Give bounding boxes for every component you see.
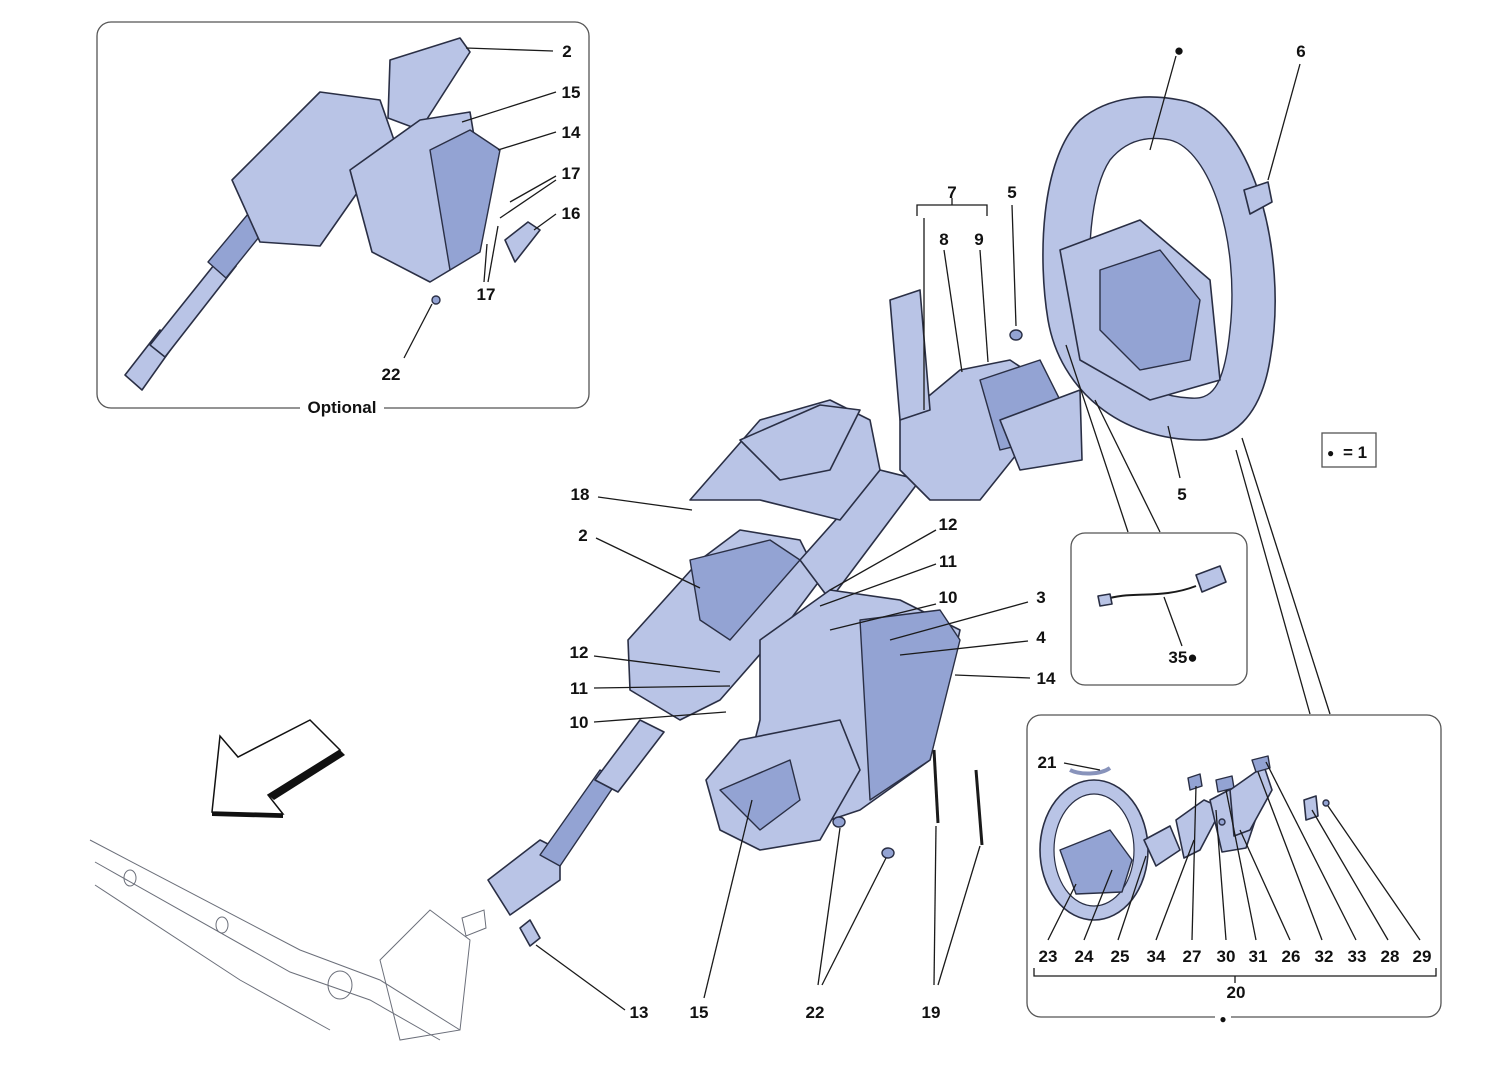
- harness-inset: 35●: [1070, 532, 1248, 686]
- callout-11b: 11: [570, 679, 588, 698]
- callout-18: 18: [571, 485, 590, 504]
- kit-callout-30: 30: [1217, 947, 1236, 966]
- callout-10a: 10: [939, 588, 958, 607]
- steering-rack-outline: [89, 839, 487, 1041]
- main-leaders: [535, 55, 1331, 1011]
- callout-8: 8: [939, 230, 948, 249]
- callout-9: 9: [974, 230, 983, 249]
- main-callouts: 7 8 9 5 6 5 18 2 12 11 10 3 4 14 12 11 1…: [570, 41, 1306, 1022]
- kit-callout-33: 33: [1348, 947, 1367, 966]
- callout-4: 4: [1036, 628, 1046, 647]
- optional-caption: Optional: [308, 398, 377, 417]
- callout-5b: 5: [1177, 485, 1186, 504]
- callout-19: 19: [922, 1003, 941, 1022]
- callout-5a: 5: [1007, 183, 1016, 202]
- callout-22: 22: [806, 1003, 825, 1022]
- kit-group-marker: ●: [1219, 1012, 1226, 1026]
- callout-11a: 11: [939, 552, 957, 571]
- main-steering-column: [487, 289, 1175, 947]
- callout-12a: 12: [939, 515, 958, 534]
- kit-callout-34: 34: [1147, 947, 1166, 966]
- kit-group-label-20: 20: [1227, 983, 1246, 1002]
- legend-dot: ●: [1327, 446, 1334, 460]
- kit-callout-32: 32: [1315, 947, 1334, 966]
- opt-callout-17b: 17: [477, 285, 496, 304]
- kit-callout-29: 29: [1413, 947, 1432, 966]
- kit-callout-26: 26: [1282, 947, 1301, 966]
- legend-text: = 1: [1343, 443, 1367, 462]
- kit-callout-27: 27: [1183, 947, 1202, 966]
- top-marker-dot: ●: [1174, 41, 1184, 60]
- optional-steering-column: [124, 37, 541, 391]
- opt-callout-15: 15: [562, 83, 581, 102]
- legend-box: ● = 1: [1321, 432, 1377, 468]
- wheel-kit-inset: 21 23 24 25 34 27 30 31 26 32 33 28 29 2…: [1026, 714, 1442, 1026]
- callout-12b: 12: [570, 643, 589, 662]
- opt-callout-22: 22: [382, 365, 401, 384]
- kit-callout-28: 28: [1381, 947, 1400, 966]
- kit-callout-23: 23: [1039, 947, 1058, 966]
- opt-callout-14: 14: [562, 123, 581, 142]
- opt-callout-2: 2: [562, 42, 571, 61]
- kit-callout-25: 25: [1111, 947, 1130, 966]
- opt-callout-16: 16: [562, 204, 581, 223]
- callout-7: 7: [947, 183, 956, 202]
- callout-14: 14: [1037, 669, 1056, 688]
- opt-callout-17a: 17: [562, 164, 581, 183]
- callout-6: 6: [1296, 42, 1305, 61]
- kit-callout-21: 21: [1038, 753, 1057, 772]
- callout-15: 15: [690, 1003, 709, 1022]
- kit-callout-31: 31: [1249, 947, 1268, 966]
- optional-inset: Optional 2 15 14 17 16 17 22: [96, 21, 590, 418]
- callout-35: 35●: [1168, 648, 1197, 667]
- callout-10b: 10: [570, 713, 589, 732]
- callout-3: 3: [1036, 588, 1045, 607]
- direction-arrow: [211, 719, 345, 818]
- steering-wheel: [1042, 96, 1276, 441]
- callout-2: 2: [578, 526, 587, 545]
- kit-callout-24: 24: [1075, 947, 1094, 966]
- callout-13: 13: [630, 1003, 649, 1022]
